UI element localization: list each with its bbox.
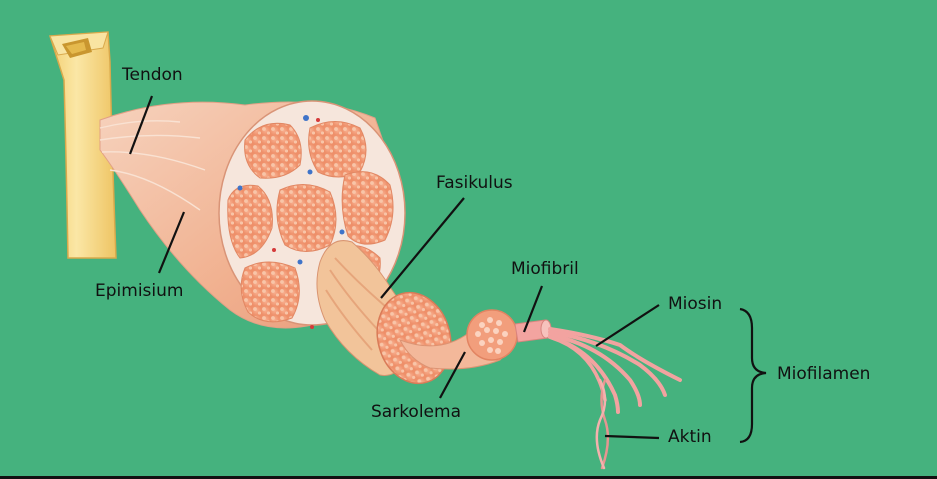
miofibril-pointer	[522, 285, 544, 333]
label-aktin: Aktin	[668, 427, 712, 447]
label-sarkolema: Sarkolema	[371, 402, 461, 422]
label-miofilamen: Miofilamen	[777, 364, 871, 384]
myofibril	[514, 319, 552, 343]
label-tendon: Tendon	[122, 65, 183, 85]
tendon-pointer	[128, 95, 154, 155]
bone	[48, 31, 117, 259]
label-miosin: Miosin	[668, 294, 723, 314]
epimisium-pointer	[157, 211, 186, 274]
label-epimisium: Epimisium	[95, 281, 184, 301]
miofilamen-brace	[739, 307, 767, 444]
myofilaments	[548, 327, 682, 470]
miosin-pointer	[595, 304, 660, 347]
muscle-fiber	[398, 309, 518, 370]
aktin-pointer	[604, 434, 660, 440]
fascicle-cross-section	[227, 121, 394, 323]
pointer-lines	[128, 95, 767, 444]
label-fasikulus: Fasikulus	[436, 173, 513, 193]
fasikulus-pointer	[380, 197, 465, 299]
label-miofibril: Miofibril	[511, 259, 579, 279]
bottom-border	[0, 476, 937, 479]
sarkolema-pointer	[439, 351, 466, 399]
